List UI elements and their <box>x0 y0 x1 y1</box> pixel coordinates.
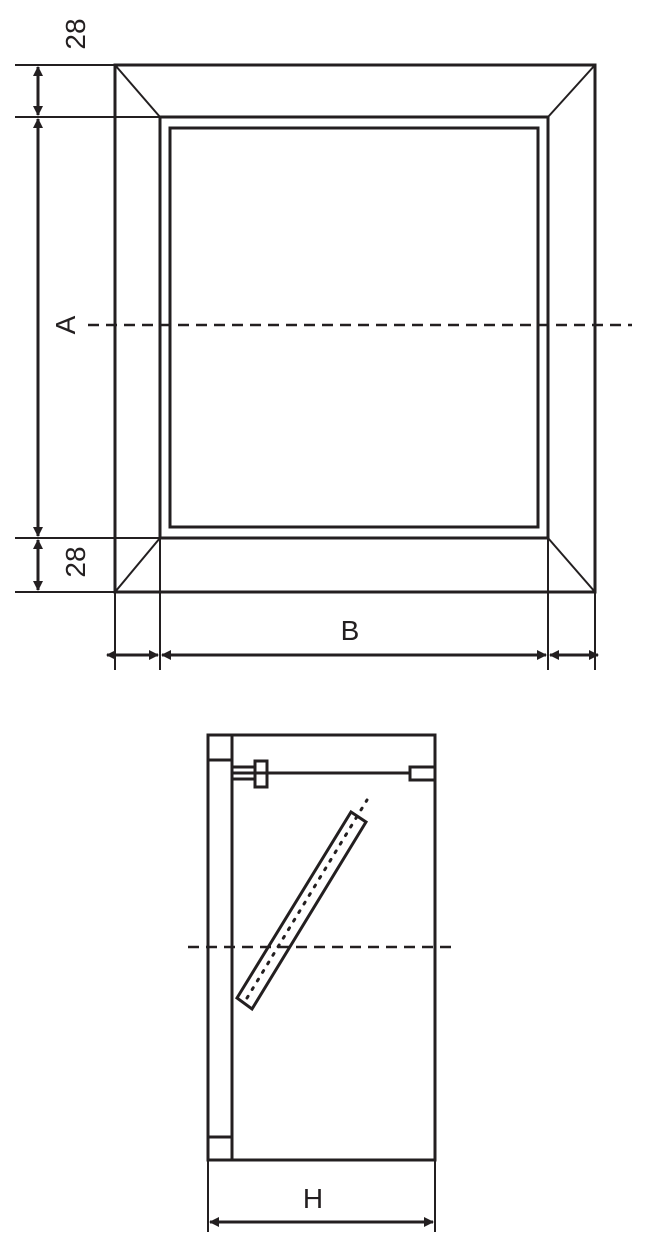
frame-corner-miters <box>114 64 596 593</box>
extension-lines <box>15 64 596 670</box>
height-label: A <box>50 315 81 334</box>
depth-label: H <box>303 1183 323 1214</box>
open-door-panel <box>234 798 369 1012</box>
front-view: 28 28 A B <box>15 18 632 670</box>
side-view: H <box>188 733 458 1232</box>
width-label: B <box>341 615 360 646</box>
door-panel <box>168 126 540 529</box>
stay-rod <box>230 759 437 789</box>
outer-frame <box>113 63 597 594</box>
dimension-lines <box>33 66 599 660</box>
top-margin-label: 28 <box>60 18 91 49</box>
inner-frame <box>158 115 550 540</box>
bottom-margin-label: 28 <box>60 546 91 577</box>
